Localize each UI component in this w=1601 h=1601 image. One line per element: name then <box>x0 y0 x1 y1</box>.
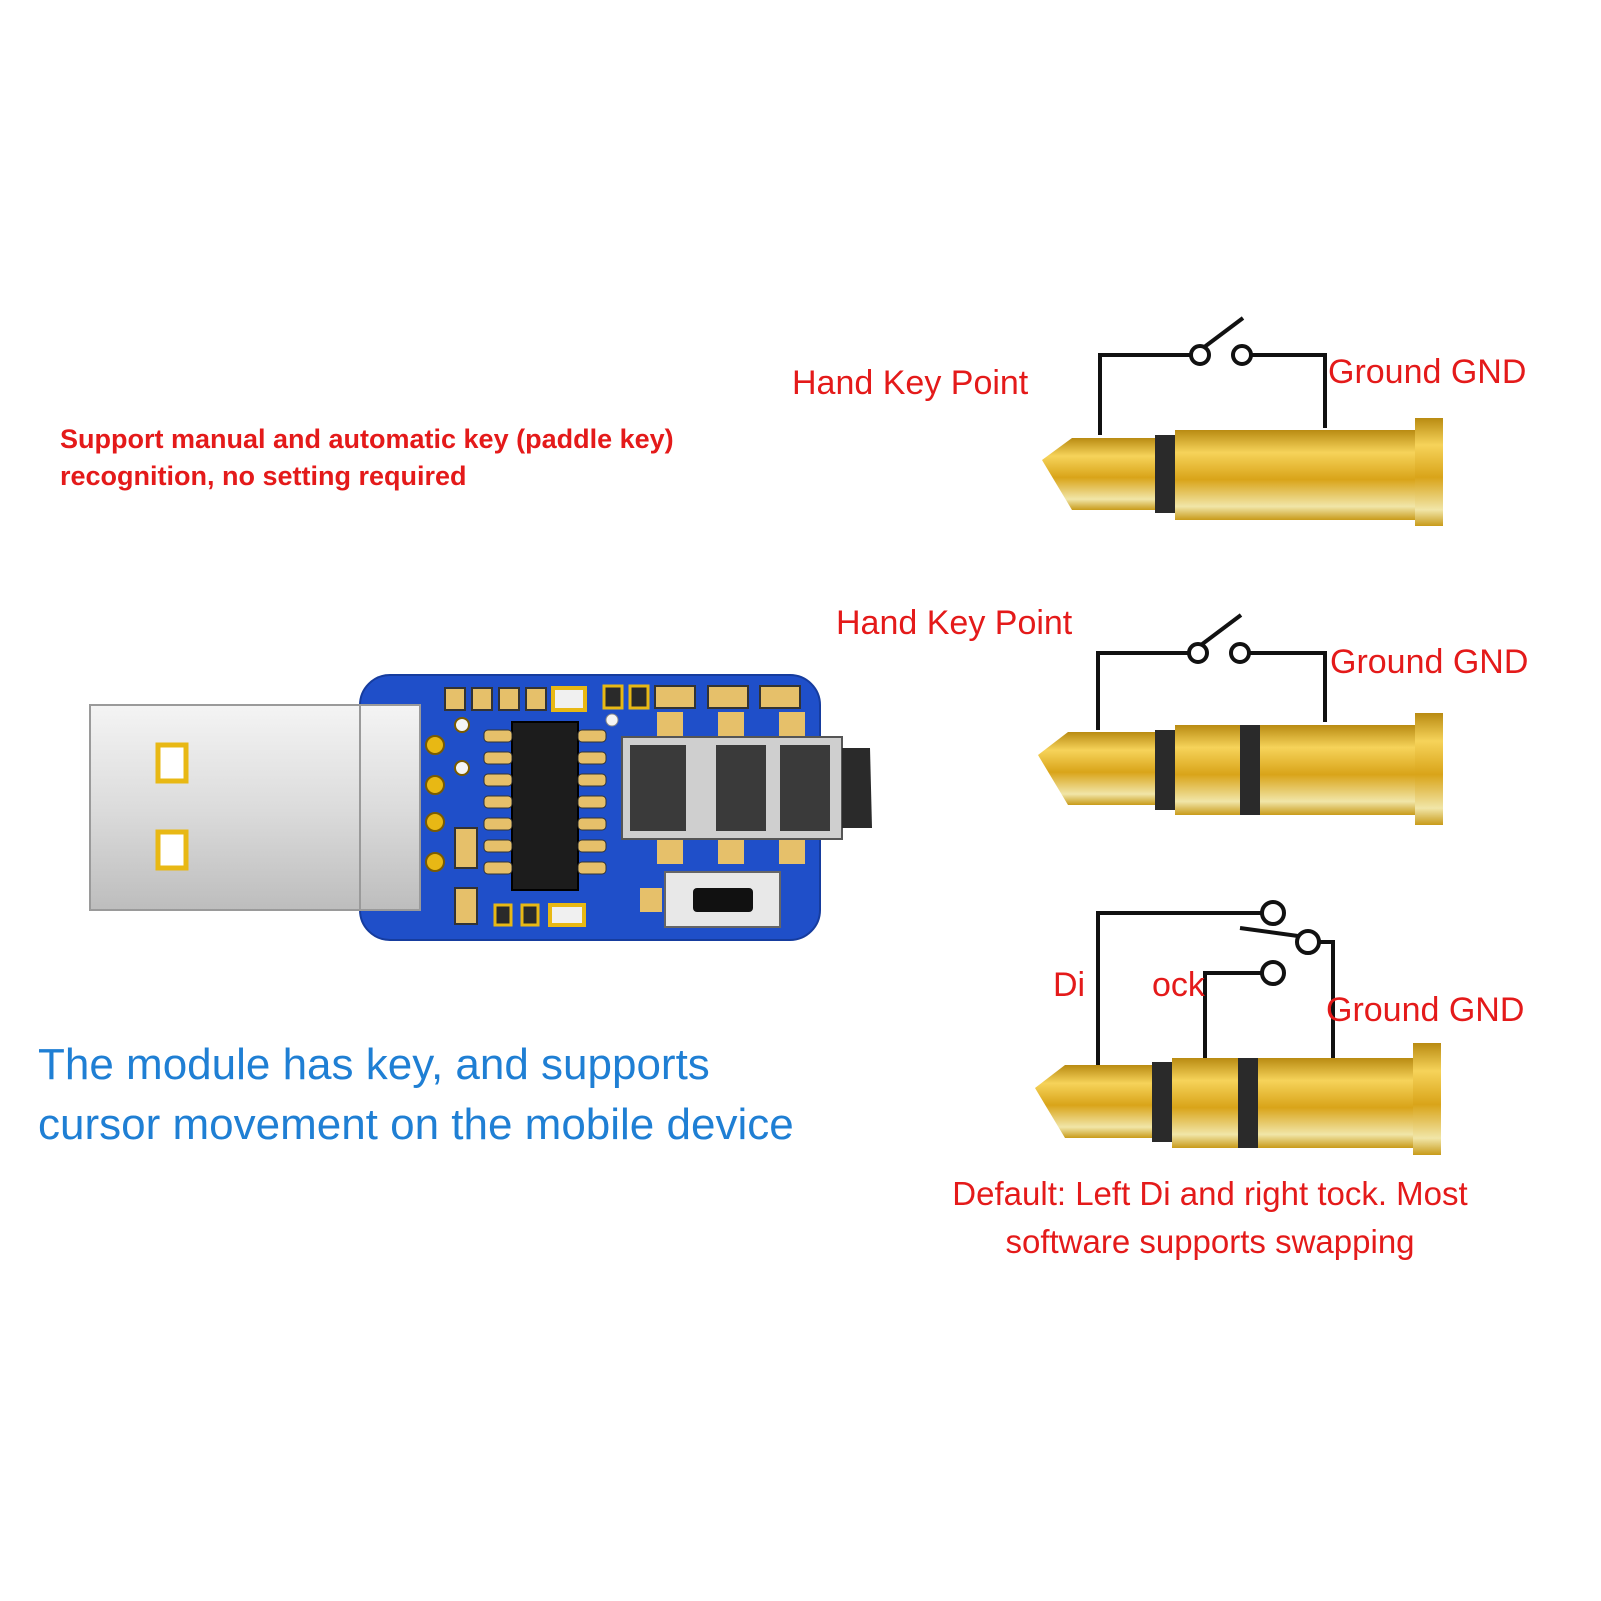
plug-3-footnote: Default: Left Di and right tock. Most so… <box>910 1170 1510 1266</box>
module-note: The module has key, and supports cursor … <box>38 1035 794 1155</box>
auto-key-note-line-1: Support manual and automatic key (paddle… <box>60 424 674 454</box>
plug-3-dah-label: ock <box>1152 966 1205 1004</box>
usb-contact <box>155 742 189 784</box>
audio-jack <box>621 712 872 864</box>
plug-2-trs <box>1038 613 1443 825</box>
push-button-switch <box>640 871 781 928</box>
smd-components-side <box>454 827 586 927</box>
plug-1-ground-label: Ground GND <box>1328 353 1527 391</box>
auto-key-note: Support manual and automatic key (paddle… <box>60 421 674 495</box>
usb-contact <box>155 829 189 871</box>
plug-3-footnote-line-1: Default: Left Di and right tock. Most <box>952 1175 1468 1212</box>
plug-3-footnote-line-2: software supports swapping <box>1005 1223 1415 1260</box>
auto-key-note-line-2: recognition, no setting required <box>60 461 467 491</box>
plug-3-trs-paddle <box>1035 900 1441 1155</box>
plug-3-ground-label: Ground GND <box>1326 991 1525 1029</box>
usb-module <box>89 674 872 941</box>
plug-3-dit-label: Di <box>1053 966 1086 1004</box>
plug-2-ground-label: Ground GND <box>1330 643 1529 681</box>
usb-connector-overlap <box>359 704 421 911</box>
ic-chip <box>483 721 607 891</box>
smd-components-top <box>444 684 801 727</box>
plug-2-hand-key-label: Hand Key Point <box>836 604 1073 642</box>
usb-pins <box>425 717 470 923</box>
module-note-line-1: The module has key, and supports <box>38 1040 710 1089</box>
plug-1-hand-key-label: Hand Key Point <box>792 364 1029 402</box>
module-note-line-2: cursor movement on the mobile device <box>38 1100 794 1149</box>
plug-1-ts <box>1042 316 1443 526</box>
